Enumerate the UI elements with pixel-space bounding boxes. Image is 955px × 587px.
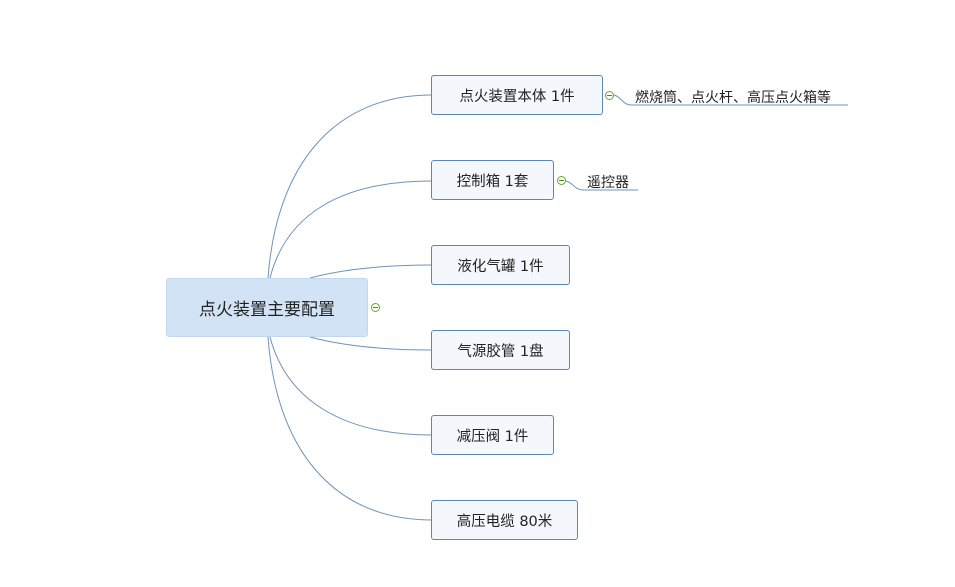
connector-root-branch-6 [267, 336, 433, 521]
branch-node-lpg-tank[interactable]: 液化气罐 1件 [431, 245, 570, 285]
branch-node-label: 控制箱 1套 [456, 173, 529, 190]
branch-node-label: 液化气罐 1件 [457, 258, 544, 275]
subnode-label: 燃烧筒、点火杆、高压点火箱等 [635, 90, 831, 106]
branch-node-gas-hose[interactable]: 气源胶管 1盘 [431, 330, 570, 370]
connector-root-branch-5 [269, 336, 433, 436]
connector-root-branch-3 [309, 264, 433, 279]
root-collapse-icon[interactable] [371, 303, 380, 312]
connector-branch-2-sub [565, 180, 638, 191]
branch-node-label: 气源胶管 1盘 [457, 343, 544, 360]
branch-node-pressure-valve[interactable]: 减压阀 1件 [431, 415, 554, 455]
root-node[interactable]: 点火装置主要配置 [166, 278, 368, 337]
connector-branch-1-sub [613, 94, 848, 106]
branch-node-label: 点火装置本体 1件 [459, 88, 575, 105]
root-node-label: 点火装置主要配置 [199, 300, 335, 320]
branch-node-label: 减压阀 1件 [456, 428, 529, 445]
branch-node-hv-cable[interactable]: 高压电缆 80米 [431, 500, 578, 540]
subnode-label: 遥控器 [587, 175, 629, 191]
branch-2-collapse-icon[interactable] [557, 176, 566, 185]
branch-node-ignition-body[interactable]: 点火装置本体 1件 [431, 75, 603, 115]
connector-root-branch-2 [269, 180, 433, 279]
branch-node-label: 高压电缆 80米 [456, 513, 553, 530]
connector-root-branch-4 [309, 336, 433, 351]
branch-1-collapse-icon[interactable] [605, 91, 614, 100]
subnode-ignition-body-parts[interactable]: 燃烧筒、点火杆、高压点火箱等 [635, 87, 831, 107]
connector-root-branch-1 [267, 94, 433, 279]
subnode-remote-control[interactable]: 遥控器 [587, 172, 629, 192]
branch-node-control-box[interactable]: 控制箱 1套 [431, 160, 554, 200]
